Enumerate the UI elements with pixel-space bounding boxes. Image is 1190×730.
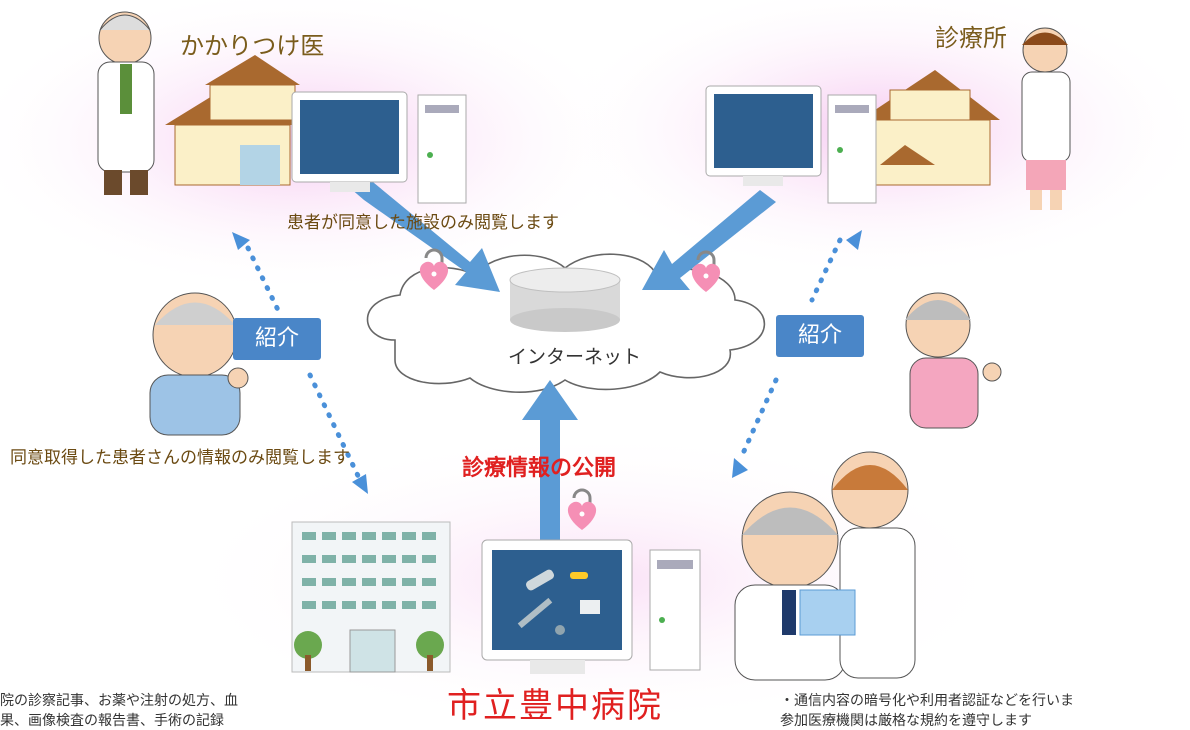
- referral-badge-left: 紹介: [233, 318, 321, 360]
- security-text-line2: 参加医療機関は厳格な規約を遵守します: [780, 713, 1032, 729]
- consent-patient-note: 同意取得した患者さんの情報のみ閲覧します: [10, 448, 350, 468]
- data-arrows: [350, 178, 776, 540]
- hospital-doctors-illustration: [734, 451, 916, 681]
- padlock-icon: [691, 250, 721, 292]
- shared-info-text-line1: 院の診察記事、お薬や注射の処方、血: [0, 693, 238, 709]
- left-computer-icon: [291, 91, 467, 204]
- clinic-staff-illustration: [1021, 27, 1071, 210]
- padlock-icon: [419, 248, 449, 290]
- arrow-hospital-to-cloud: [522, 380, 578, 540]
- family-doctor-label: かかりつけ医: [180, 32, 325, 60]
- referral-arrowheads: [232, 230, 862, 494]
- right-computer-icon: [705, 85, 877, 204]
- arrow-right-clinic-to-cloud: [642, 190, 776, 290]
- elderly-man-patient: [149, 292, 249, 436]
- arrowhead-right-up: [846, 230, 862, 250]
- family-doctor-illustration: [97, 11, 155, 195]
- internet-label: インターネット: [508, 346, 642, 368]
- arrow-left-clinic-to-cloud: [350, 178, 500, 292]
- clinic-label: 診療所: [935, 24, 1007, 52]
- arrowhead-left-down: [352, 474, 368, 494]
- hospital-building-icon: [291, 521, 451, 673]
- database-icon: [509, 267, 621, 332]
- referral-dotted-lines: [245, 237, 843, 483]
- elderly-woman-patient: [905, 292, 1002, 429]
- left-house-icon: [165, 55, 300, 186]
- referral-badge-right: 紹介: [776, 315, 864, 357]
- arrowhead-left-up: [232, 232, 250, 250]
- shared-info-text-line2: 果、画像検査の報告書、手術の記録: [0, 713, 224, 729]
- security-text-line1: ・通信内容の暗号化や利用者認証などを行いま: [780, 693, 1074, 709]
- padlock-icon: [567, 488, 597, 530]
- publish-medical-info-heading: 診療情報の公開: [462, 456, 617, 481]
- right-house-icon: [860, 70, 1000, 186]
- arrowhead-right-down: [732, 458, 748, 478]
- hospital-name-label: 市立豊中病院: [447, 686, 663, 726]
- consent-facility-note: 患者が同意した施設のみ閲覧します: [287, 213, 559, 233]
- hospital-computer-icon: [481, 539, 701, 674]
